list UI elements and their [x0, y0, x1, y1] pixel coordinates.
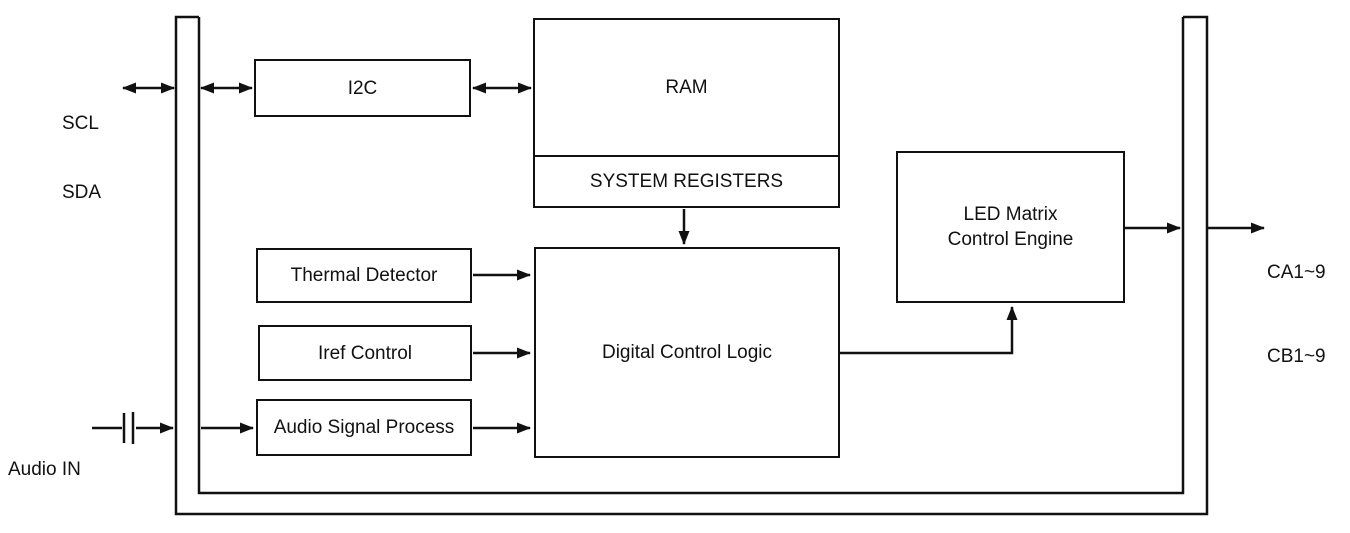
- block-thermal-detector: Thermal Detector: [256, 248, 472, 303]
- pin-label-scl-sda: SCL SDA: [62, 66, 101, 250]
- block-system-registers: SYSTEM REGISTERS: [535, 155, 838, 206]
- block-ram-system-registers: RAM SYSTEM REGISTERS: [533, 18, 840, 208]
- block-digital-control-logic-label: Digital Control Logic: [601, 342, 773, 363]
- pin-scl: SCL: [62, 113, 99, 134]
- chip-boundary: [174, 15, 1209, 516]
- pin-label-ca-cb: CA1~9 CB1~9: [1267, 203, 1326, 427]
- block-led-matrix-control-engine-label: LED Matrix Control Engine: [947, 204, 1074, 250]
- pin-audio-in: Audio IN: [8, 459, 81, 480]
- block-iref-control: Iref Control: [258, 325, 472, 381]
- block-i2c-label: I2C: [347, 77, 378, 99]
- block-audio-signal-process: Audio Signal Process: [256, 399, 472, 456]
- pin-ca: CA1~9: [1267, 262, 1326, 283]
- capacitor-icon: [122, 412, 135, 444]
- pin-label-audio-in: Audio IN: [8, 417, 81, 522]
- block-led-matrix-control-engine: LED Matrix Control Engine: [896, 151, 1125, 303]
- block-audio-signal-process-label: Audio Signal Process: [273, 417, 455, 438]
- block-iref-control-label: Iref Control: [318, 342, 412, 364]
- block-ram: RAM: [535, 20, 838, 155]
- block-thermal-detector-label: Thermal Detector: [290, 265, 438, 286]
- arrow-logic-to-led-engine: [840, 306, 1018, 355]
- pin-cb: CB1~9: [1267, 346, 1326, 367]
- pin-sda: SDA: [62, 182, 102, 203]
- block-ram-label: RAM: [665, 77, 708, 98]
- block-i2c: I2C: [254, 59, 471, 117]
- block-system-registers-label: SYSTEM REGISTERS: [589, 171, 784, 192]
- block-digital-control-logic: Digital Control Logic: [534, 247, 840, 458]
